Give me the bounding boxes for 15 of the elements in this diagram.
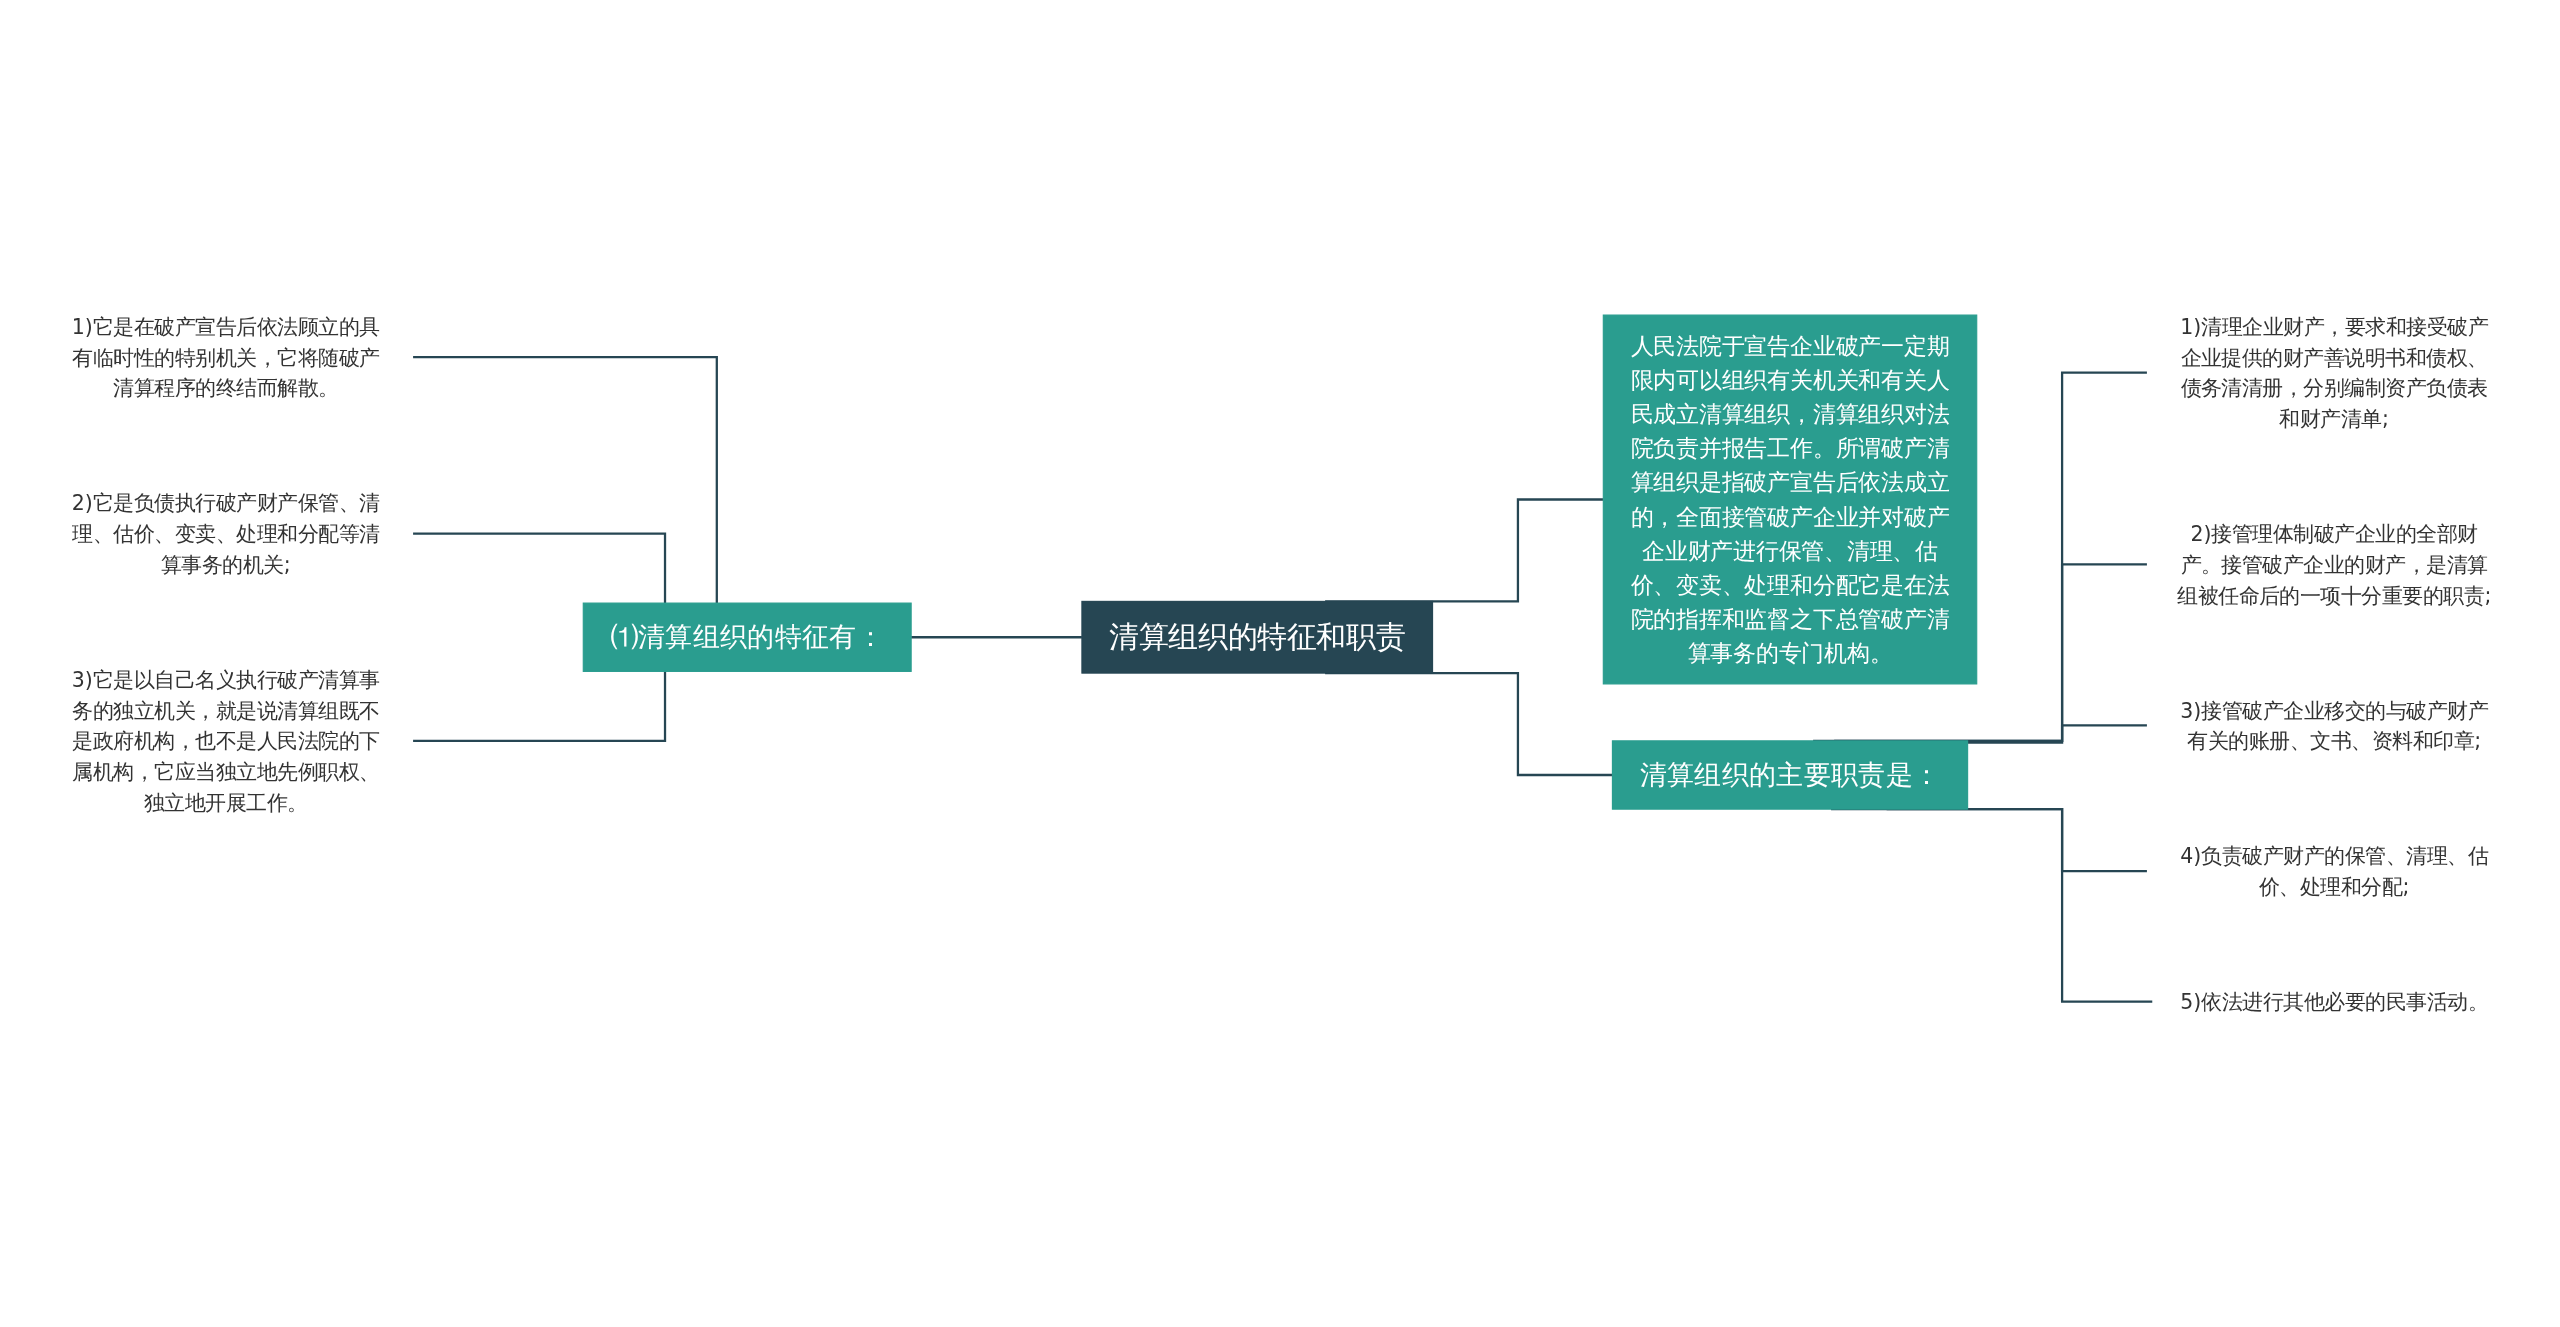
node-text: 5)依法进行其他必要的民事活动。 [2180, 989, 2489, 1013]
node-text: 1)它是在破产宣告后依法顾立的具有临时性的特别机关，它将随破产清算程序的终结而解散。 [71, 314, 380, 400]
node-text: 2)接管理体制破产企业的全部财产。接管破产企业的财产，是清算组被任命后的一项十分重要的职责; [2177, 521, 2492, 607]
node-box: 清算组织的特征和职责 [1081, 600, 1434, 674]
node-text: 3)接管破产企业移交的与破产财产有关的账册、文书、资料和印章; [2180, 697, 2489, 753]
connector [412, 355, 718, 603]
node-box: ⑴清算组织的特征有： [582, 602, 912, 672]
node-text: 3)它是以自己名义执行破产清算事务的独立机关，就是说清算组既不是政府机构，也不是人民法院的下属机构，它应当独立地先例职权、独立地开展工作。 [71, 666, 380, 814]
node-text: 2)它是负债执行破产财产保管、清理、估价、变卖、处理和分配等清算事务的机关; [71, 490, 380, 576]
connector [412, 532, 667, 603]
node-box: 清算组织的主要职责是： [1611, 739, 1969, 810]
connector [412, 670, 667, 742]
node-box: 人民法院于宣告企业破产一定期限内可以组织有关机关和有关人民成立清算组织，清算组织对法院负责并报告工作。所谓破产清算组织是指破产宣告后依法成立的，全面接管破产企业并对破产企业财产进行保管、清理、估价、变卖、处理和分配它是在法院的指挥和监督之下总管破产清算事务的专门机构。 [1602, 314, 1978, 684]
node-text: 1)清理企业财产，要求和接受破产企业提供的财产善说明书和债权、债务清清册，分别编制资产负债表和财产清单; [2180, 314, 2489, 431]
node-text: 4)负责破产财产的保管、清理、估价、处理和分配; [2180, 843, 2489, 899]
